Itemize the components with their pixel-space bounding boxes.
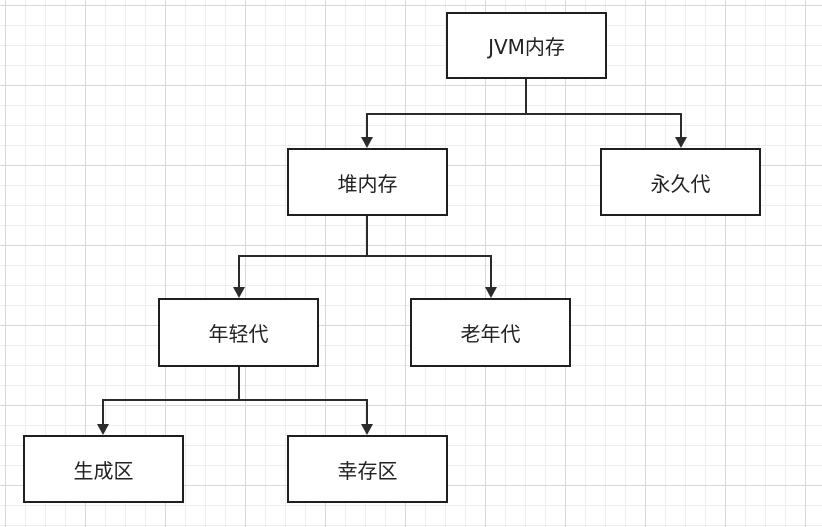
node-old-generation[interactable]: 老年代 [410,298,571,367]
node-label: 生成区 [73,458,134,483]
node-eden-space[interactable]: 生成区 [23,435,184,503]
arrowhead-survivor [361,424,373,435]
node-survivor-space[interactable]: 幸存区 [287,435,448,503]
node-permanent-generation[interactable]: 永久代 [600,148,761,216]
connector-heap-to-young [238,215,368,288]
arrowhead-eden [97,424,109,435]
connector-young-to-eden [102,367,240,425]
connector-young-to-survivor [239,399,368,425]
arrowhead-old [485,287,497,298]
arrowhead-permanent [675,137,687,148]
connector-jvm-to-permanent [526,113,682,138]
node-label: 幸存区 [337,458,398,483]
node-jvm-memory[interactable]: JVM内存 [446,12,607,79]
node-label: JVM内存 [488,35,565,59]
node-heap-memory[interactable]: 堆内存 [287,148,448,216]
node-label: 永久代 [650,171,711,196]
node-label: 堆内存 [337,171,398,196]
node-young-generation[interactable]: 年轻代 [158,298,319,367]
arrowhead-heap [361,137,373,148]
connector-jvm-to-heap [366,79,527,138]
node-label: 老年代 [460,322,521,346]
connector-heap-to-old [367,255,492,288]
node-label: 年轻代 [208,322,269,346]
arrowhead-young [233,287,245,298]
